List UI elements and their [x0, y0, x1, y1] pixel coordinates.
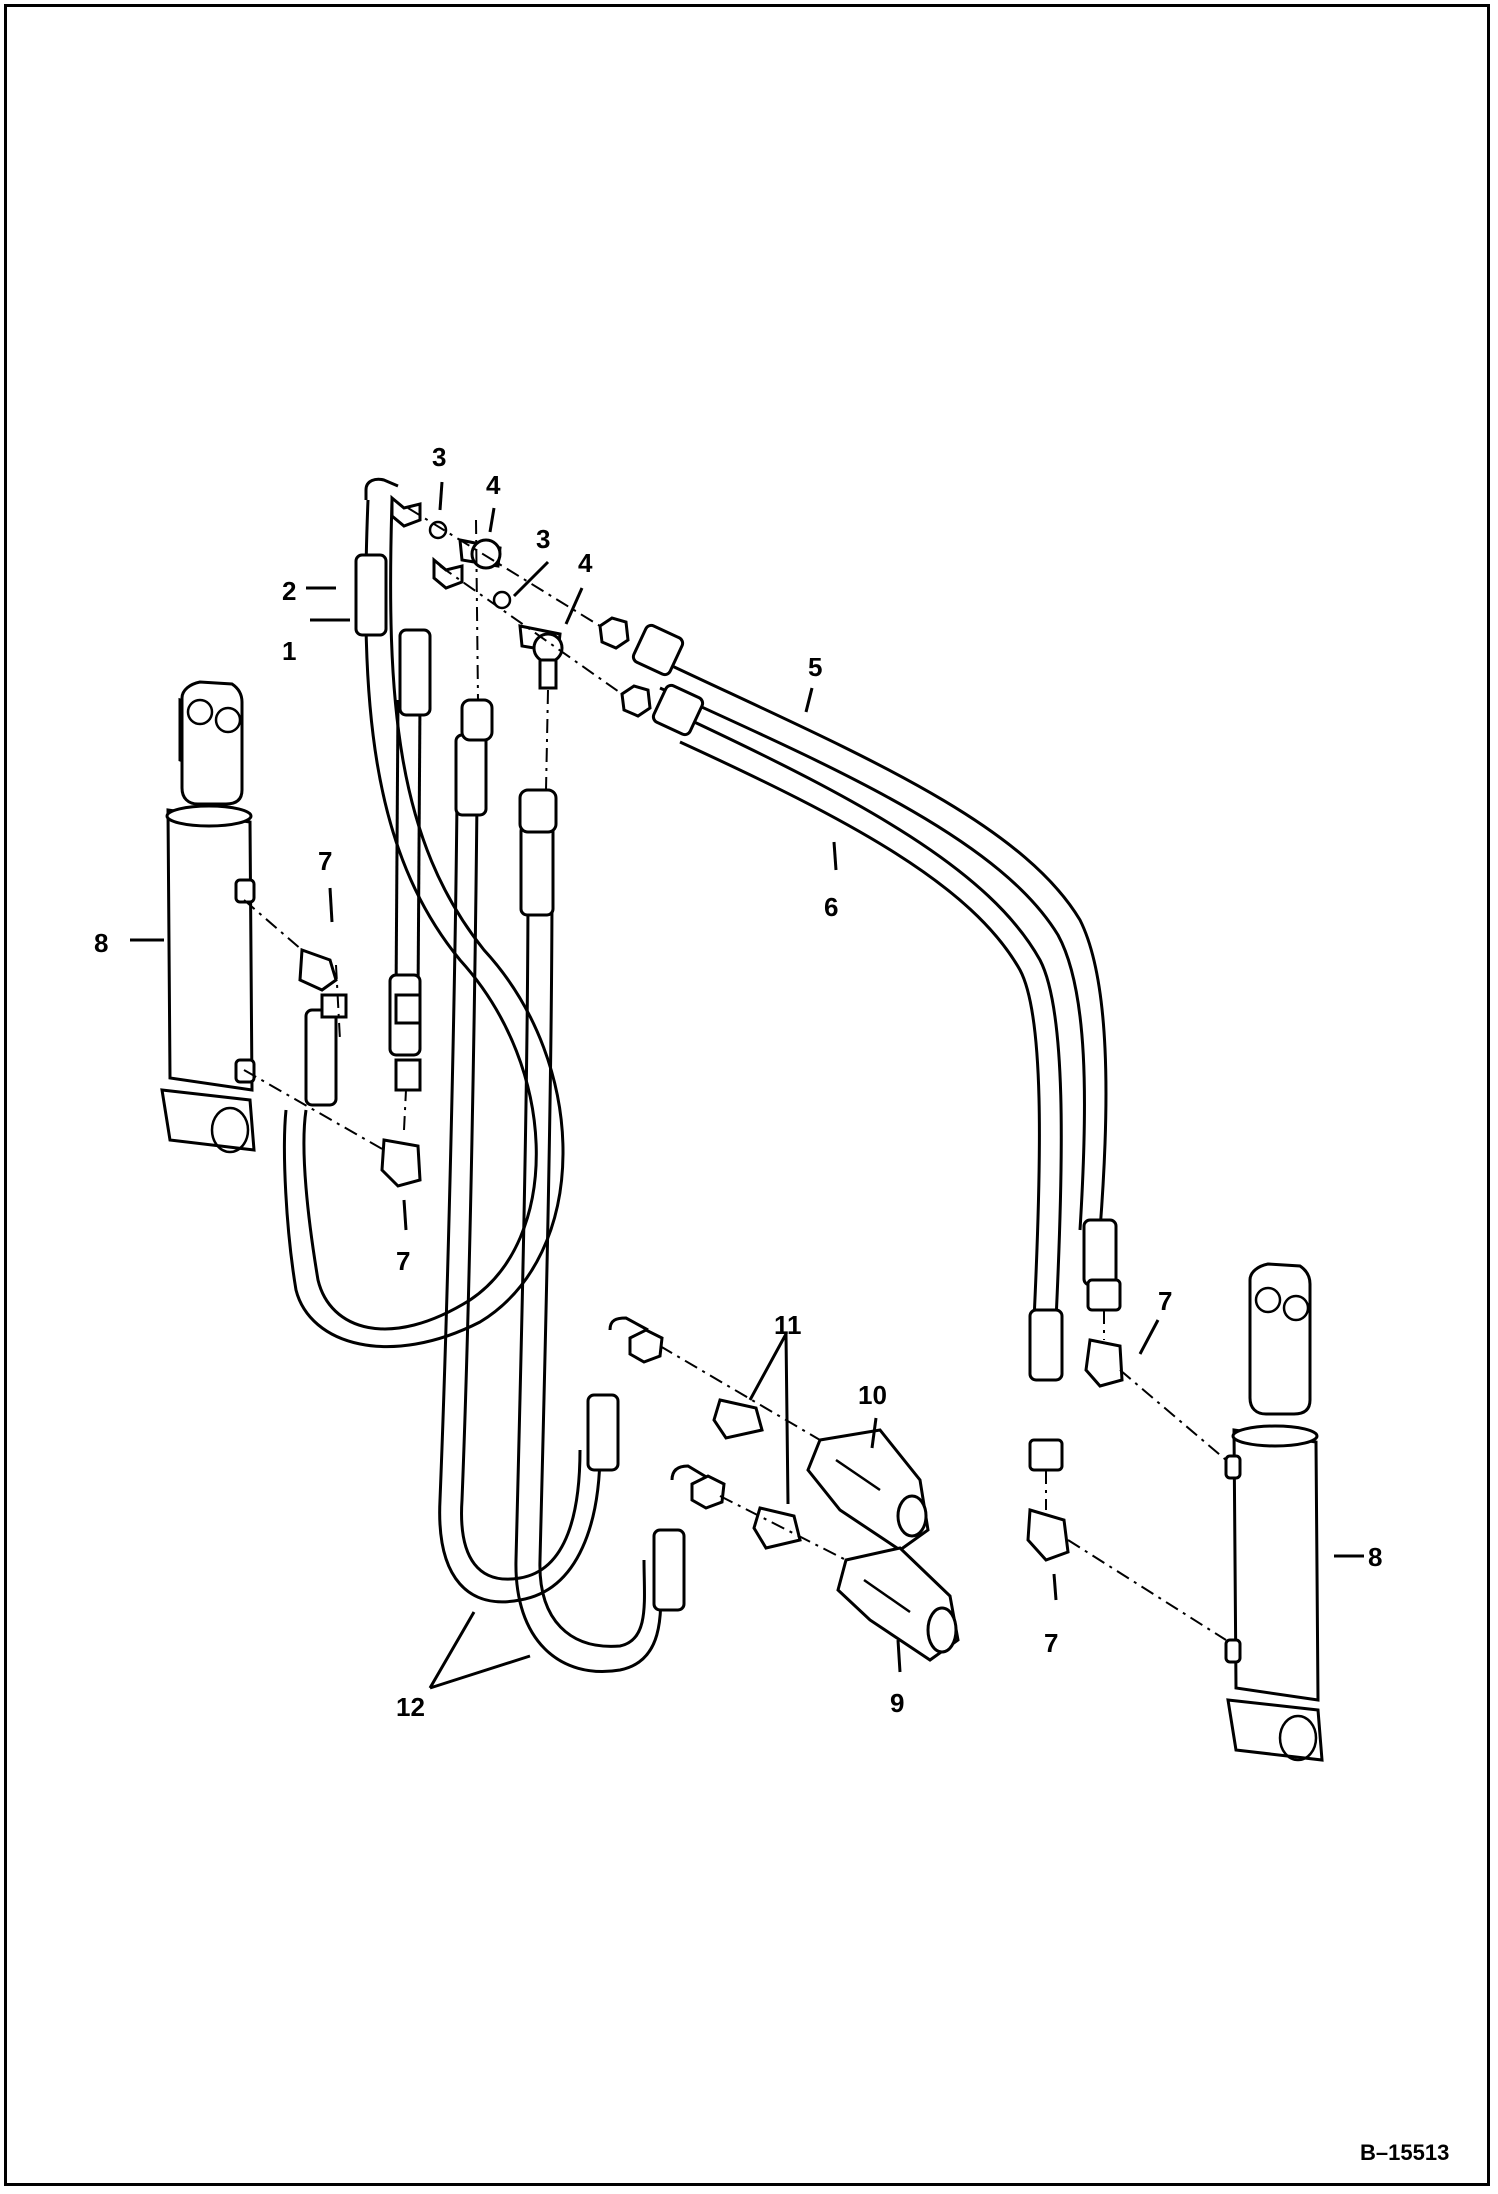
o-ring — [428, 520, 448, 540]
elbow-fitting — [608, 1316, 649, 1332]
hose-12b — [514, 879, 663, 1673]
callout-5: 5 — [808, 652, 822, 682]
ferrule — [354, 553, 388, 637]
leader-6 — [832, 841, 838, 871]
callout-6: 6 — [824, 892, 838, 922]
cylinder-left — [160, 680, 256, 1154]
ferrule — [519, 823, 555, 917]
tee-stem — [538, 658, 558, 690]
hose-2 — [282, 499, 565, 1349]
leader-4a — [488, 507, 496, 533]
ferrule — [454, 733, 488, 817]
callout-8b: 8 — [1368, 1542, 1382, 1572]
hex-nut — [598, 616, 630, 650]
callout-2: 2 — [282, 576, 296, 606]
hose-set — [282, 499, 1108, 1673]
hose-12a — [438, 799, 602, 1604]
ferrule — [398, 628, 432, 717]
figure-id: B–15513 — [1360, 2140, 1449, 2165]
drawing-frame — [4, 4, 1490, 2186]
leader-4b — [564, 587, 584, 625]
leader-11 — [748, 1333, 790, 1505]
adapter-11 — [712, 1398, 764, 1440]
hex-nut — [1028, 1438, 1064, 1472]
leader-3b — [512, 560, 550, 598]
hex-nut — [390, 494, 422, 528]
leader-lines — [130, 481, 1364, 1690]
tee-fitting — [532, 632, 564, 664]
leader-5 — [804, 687, 814, 713]
hose-end — [320, 993, 348, 1019]
elbow-fitting — [670, 1464, 709, 1481]
o-ring — [492, 590, 512, 610]
ferrule — [1028, 1308, 1064, 1382]
leader-7d — [1052, 1573, 1058, 1601]
hose-end — [394, 993, 422, 1025]
quick-couplers — [806, 1428, 960, 1662]
leader-12 — [428, 1611, 531, 1690]
leader-7c — [1138, 1319, 1160, 1355]
callout-7c: 7 — [1158, 1286, 1172, 1316]
callout-8a: 8 — [94, 928, 108, 958]
adapter-11 — [752, 1506, 802, 1550]
hex-nut — [1086, 1278, 1122, 1312]
callout-11: 11 — [774, 1310, 802, 1340]
callout-9: 9 — [890, 1688, 904, 1718]
hex-nut — [620, 684, 652, 718]
hex-nut — [432, 556, 464, 590]
callout-3a: 3 — [432, 442, 446, 472]
elbow-7 — [380, 1138, 422, 1188]
hose-6 — [679, 718, 1063, 1321]
ferrule — [652, 1528, 686, 1612]
hose-end — [394, 1058, 422, 1092]
callout-10: 10 — [858, 1380, 887, 1410]
leader-7b — [402, 1199, 408, 1231]
hex-nut — [628, 1328, 664, 1364]
callout-4b: 4 — [578, 548, 593, 578]
elbow-7 — [1026, 1508, 1070, 1562]
callout-7a: 7 — [318, 846, 332, 876]
ferrule — [304, 1008, 338, 1107]
hose-5 — [659, 663, 1108, 1231]
callout-labels: 1 2 3 3 4 4 5 6 7 7 7 7 8 8 9 10 11 12 — [94, 442, 1382, 1722]
leader-7a — [328, 887, 334, 923]
hose-ferrules — [304, 553, 1118, 1612]
leader-9 — [896, 1639, 902, 1673]
callout-12: 12 — [396, 1692, 425, 1722]
callout-4a: 4 — [486, 470, 501, 500]
callout-3b: 3 — [536, 524, 550, 554]
elbow-fitting — [364, 477, 399, 500]
callout-7b: 7 — [396, 1246, 410, 1276]
callout-7d: 7 — [1044, 1628, 1058, 1658]
ferrule — [651, 683, 705, 737]
ferrule — [1082, 1218, 1118, 1287]
assembly-lines — [243, 507, 1227, 1641]
cylinder-right — [1224, 1262, 1324, 1762]
callout-1: 1 — [282, 636, 296, 666]
leader-3a — [438, 481, 444, 511]
elbow-7 — [298, 947, 338, 992]
elbow-7 — [1084, 1338, 1124, 1388]
ferrule — [586, 1393, 620, 1472]
leader-10 — [870, 1417, 878, 1449]
hose-1 — [394, 699, 422, 1001]
hex-nut — [690, 1474, 726, 1510]
hose-end — [460, 698, 494, 742]
ferrule — [631, 623, 685, 677]
coupler-10 — [806, 1428, 930, 1552]
hose-end — [518, 788, 558, 834]
coupler-9 — [836, 1546, 960, 1662]
